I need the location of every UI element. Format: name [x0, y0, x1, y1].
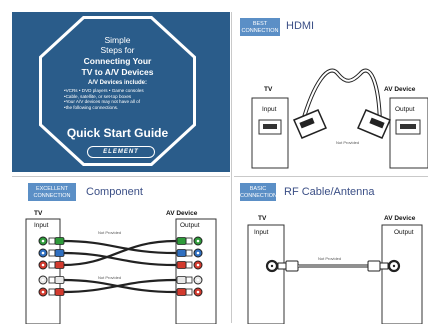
- rf-device-box: [381, 224, 423, 324]
- component-device-label: AV Device: [166, 210, 198, 217]
- component-tv-jack-white: [38, 275, 48, 285]
- component-plug-red: [48, 288, 65, 296]
- component-device-box: [175, 218, 217, 324]
- devices-heading: A/V Devices include:: [87, 80, 148, 86]
- component-plug-white: [48, 276, 65, 284]
- component-device-jack-blue: [193, 248, 203, 258]
- component-device-jack-red: [193, 287, 203, 297]
- rf-tv-label: TV: [258, 215, 267, 222]
- devices-list: VCRs • DVD players • Game consoles Cable…: [64, 88, 184, 110]
- component-plug-blue: [48, 249, 65, 257]
- component-tv-jack-red: [38, 287, 48, 297]
- component-plug-white: [176, 276, 193, 284]
- component-input-label: Input: [34, 222, 49, 229]
- component-tv-label: TV: [34, 210, 43, 217]
- component-device-jack-green: [193, 236, 203, 246]
- component-badge: EXCELLENT CONNECTION: [28, 183, 76, 201]
- component-plug-red: [176, 288, 193, 296]
- rf-badge: BASIC CONNECTION: [240, 183, 277, 201]
- component-video-cable: [62, 239, 177, 267]
- hdmi-tv-label: TV: [264, 86, 273, 93]
- component-plug-green: [48, 237, 65, 245]
- hdmi-device-port: [395, 119, 421, 135]
- hdmi-panel: BEST CONNECTION HDMI TV AV Device Input …: [234, 12, 428, 172]
- component-plug-green: [176, 237, 193, 245]
- rf-input-label: Input: [254, 229, 269, 236]
- rf-diagram: [247, 224, 423, 324]
- hdmi-input-label: Input: [262, 106, 277, 113]
- hdmi-connector-left: [293, 109, 327, 139]
- rf-title: RF Cable/Antenna: [284, 186, 375, 198]
- devices-list-item: the following connections.: [64, 105, 184, 111]
- component-panel: EXCELLENT CONNECTION Component TV AV Dev…: [12, 176, 230, 324]
- component-plug-red: [176, 261, 193, 269]
- component-tv-box: [25, 218, 61, 324]
- component-device-jack-white: [193, 275, 203, 285]
- rf-device-jack: [387, 259, 401, 273]
- rf-panel: BASIC CONNECTION RF Cable/Antenna TV AV …: [234, 176, 428, 324]
- component-plug-red: [48, 261, 65, 269]
- component-cable-note-2: Not Provided: [98, 275, 122, 280]
- hdmi-badge: BEST CONNECTION: [240, 18, 280, 36]
- cover-line-1: Simple: [104, 35, 131, 45]
- rf-device-label: AV Device: [384, 215, 416, 222]
- hdmi-device-label: AV Device: [384, 86, 416, 93]
- devices-list-item: Cable, satellite, or set-top boxes: [64, 94, 184, 100]
- hdmi-device-box: [389, 97, 428, 169]
- cover-line-2: Steps for: [100, 45, 135, 55]
- component-diagram: [25, 218, 217, 324]
- component-output-label: Output: [180, 222, 200, 229]
- component-tv-jack-blue: [38, 248, 48, 258]
- component-tv-jack-red: [38, 260, 48, 270]
- rf-output-label: Output: [394, 229, 414, 236]
- component-device-jack-red: [193, 260, 203, 270]
- hdmi-cable-note: Not Provided: [336, 140, 360, 145]
- component-cable-note-1: Not Provided: [98, 230, 122, 235]
- panel-divider: [231, 12, 232, 323]
- component-plug-blue: [176, 249, 193, 257]
- hdmi-tv-port: [258, 119, 282, 135]
- hdmi-tv-box: [251, 97, 289, 169]
- cover-line-4: TV to A/V Devices: [81, 67, 154, 77]
- element-logo: ELEMENT: [87, 146, 155, 158]
- rf-cable-note: Not Provided: [318, 256, 342, 261]
- devices-list-item: VCRs • DVD players • Game consoles: [64, 88, 184, 94]
- hdmi-diagram: [251, 68, 428, 169]
- cover-line-3: Connecting Your: [83, 56, 152, 66]
- cover-octagon: Simple Steps for Connecting Your TV to A…: [39, 16, 196, 166]
- devices-list-item: Your A/V devices may not have all of: [64, 99, 184, 105]
- hdmi-output-label: Output: [395, 106, 415, 113]
- hdmi-title: HDMI: [286, 20, 315, 32]
- rf-coax-cable: [277, 260, 389, 272]
- rf-tv-jack: [265, 259, 279, 273]
- component-title: Component: [86, 186, 143, 198]
- component-tv-jack-green: [38, 236, 48, 246]
- rf-tv-box: [247, 224, 285, 324]
- hdmi-connector-right: [357, 109, 391, 139]
- guide-title: Quick Start Guide: [66, 126, 169, 140]
- component-audio-cable: [62, 278, 177, 294]
- cover-panel: Simple Steps for Connecting Your TV to A…: [12, 12, 230, 172]
